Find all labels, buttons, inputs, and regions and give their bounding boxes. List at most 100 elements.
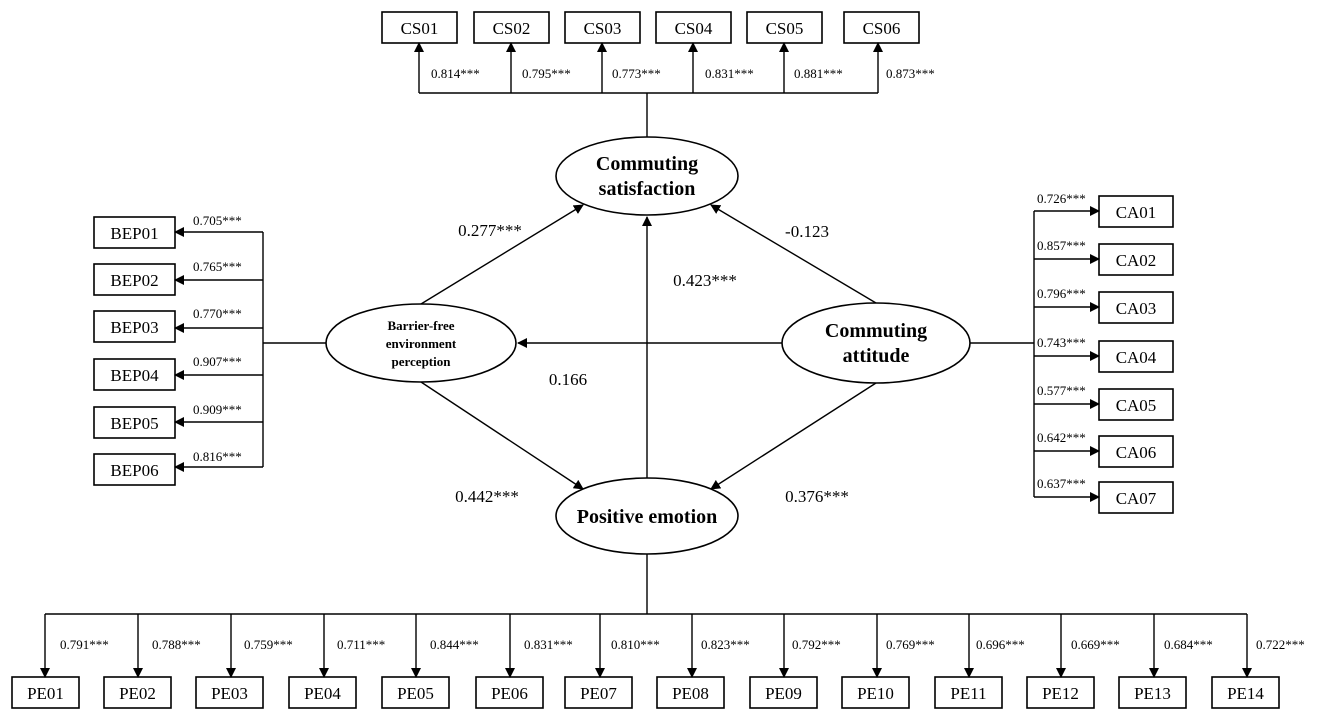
path-ca-to-cs: [710, 204, 877, 304]
coef-ca-to-bep: 0.166: [549, 370, 587, 389]
loading-ca02: 0.857***: [1037, 238, 1086, 253]
indicator-pe13: PE13 0.684***: [1118, 614, 1213, 709]
svg-text:PE01: PE01: [27, 684, 64, 703]
svg-text:PE05: PE05: [397, 684, 434, 703]
bep-label-line3: perception: [392, 354, 452, 369]
svg-text:CA01: CA01: [1116, 203, 1157, 222]
indicator-bep01: BEP01 0.705***: [93, 213, 263, 249]
svg-text:CS02: CS02: [493, 19, 531, 38]
indicator-bep06: BEP06 0.816***: [93, 449, 263, 486]
indicator-bep03: BEP03 0.770***: [93, 306, 263, 343]
indicator-ca03: CA03 0.796***: [1034, 286, 1174, 324]
loading-pe13: 0.684***: [1164, 637, 1213, 652]
indicator-bep02: BEP02 0.765***: [93, 259, 263, 296]
svg-text:CA07: CA07: [1116, 489, 1157, 508]
coef-pe-to-cs: 0.423***: [673, 271, 737, 290]
svg-text:PE09: PE09: [765, 684, 802, 703]
indicator-pe08: PE08 0.823***: [656, 614, 750, 709]
svg-text:PE07: PE07: [580, 684, 617, 703]
coef-bep-to-pe: 0.442***: [455, 487, 519, 506]
svg-text:BEP03: BEP03: [110, 318, 158, 337]
loading-ca03: 0.796***: [1037, 286, 1086, 301]
svg-text:PE11: PE11: [950, 684, 986, 703]
loading-cs03: 0.773***: [612, 66, 661, 81]
coef-ca-to-pe: 0.376***: [785, 487, 849, 506]
svg-text:BEP06: BEP06: [110, 461, 158, 480]
indicator-cs05: CS05 0.881***: [746, 11, 843, 93]
svg-text:PE14: PE14: [1227, 684, 1264, 703]
loading-bep02: 0.765***: [193, 259, 242, 274]
svg-text:CS05: CS05: [766, 19, 804, 38]
loading-pe03: 0.759***: [244, 637, 293, 652]
svg-text:CS03: CS03: [584, 19, 622, 38]
loading-ca01: 0.726***: [1037, 191, 1086, 206]
loading-cs06: 0.873***: [886, 66, 935, 81]
loading-pe10: 0.769***: [886, 637, 935, 652]
svg-text:BEP04: BEP04: [110, 366, 159, 385]
indicator-ca05: CA05 0.577***: [1034, 383, 1174, 421]
indicator-pe10: PE10 0.769***: [841, 614, 935, 709]
svg-text:PE10: PE10: [857, 684, 894, 703]
loading-ca05: 0.577***: [1037, 383, 1086, 398]
indicator-pe02: PE02 0.788***: [103, 614, 201, 709]
latent-positive-emotion: Positive emotion: [555, 477, 739, 555]
svg-text:PE02: PE02: [119, 684, 156, 703]
loading-pe09: 0.792***: [792, 637, 841, 652]
ca-label-line1: Commuting: [825, 320, 927, 342]
svg-text:PE03: PE03: [211, 684, 248, 703]
svg-text:PE12: PE12: [1042, 684, 1079, 703]
ca-label-line2: attitude: [843, 345, 910, 367]
loading-ca04: 0.743***: [1037, 335, 1086, 350]
pe-measurement: PE01 0.791*** PE02 0.788*** PE03 0.759**…: [11, 554, 1305, 709]
svg-text:CA04: CA04: [1116, 348, 1157, 367]
loading-pe12: 0.669***: [1071, 637, 1120, 652]
indicator-cs06: CS06 0.873***: [843, 11, 935, 93]
loading-pe05: 0.844***: [430, 637, 479, 652]
svg-text:PE04: PE04: [304, 684, 341, 703]
indicator-ca07: CA07 0.637***: [1034, 476, 1174, 514]
indicator-pe12: PE12 0.669***: [1026, 614, 1120, 709]
svg-text:CA06: CA06: [1116, 443, 1157, 462]
indicator-pe11: PE11 0.696***: [934, 614, 1025, 709]
coef-ca-to-cs: -0.123: [785, 222, 829, 241]
loading-pe14: 0.722***: [1256, 637, 1305, 652]
svg-text:CS04: CS04: [675, 19, 713, 38]
indicator-ca06: CA06 0.642***: [1034, 430, 1174, 468]
svg-text:PE06: PE06: [491, 684, 528, 703]
indicator-ca04: CA04 0.743***: [1034, 335, 1174, 373]
indicator-cs04: CS04 0.831***: [655, 11, 754, 93]
cs-measurement: CS01 0.814*** CS02 0.795*** CS03 0.773**…: [381, 11, 935, 137]
svg-text:BEP01: BEP01: [110, 224, 158, 243]
loading-bep06: 0.816***: [193, 449, 242, 464]
latent-barrier-free-environment-perception: Barrier-free environment perception: [325, 303, 517, 383]
svg-text:CS01: CS01: [401, 19, 439, 38]
indicator-pe07: PE07 0.810***: [564, 614, 660, 709]
coef-bep-to-cs: 0.277***: [458, 221, 522, 240]
svg-text:CS06: CS06: [863, 19, 901, 38]
pe-label: Positive emotion: [577, 506, 718, 528]
loading-cs01: 0.814***: [431, 66, 480, 81]
bep-label-line1: Barrier-free: [387, 318, 454, 333]
indicator-cs02: CS02 0.795***: [473, 11, 571, 93]
indicator-ca01: CA01 0.726***: [1034, 191, 1174, 228]
loading-cs02: 0.795***: [522, 66, 571, 81]
loading-pe11: 0.696***: [976, 637, 1025, 652]
svg-text:CA03: CA03: [1116, 299, 1157, 318]
latent-commuting-satisfaction: Commuting satisfaction: [555, 136, 739, 216]
svg-text:CA02: CA02: [1116, 251, 1157, 270]
indicator-ca02: CA02 0.857***: [1034, 238, 1174, 276]
path-ca-to-pe: [710, 382, 877, 490]
svg-text:PE13: PE13: [1134, 684, 1171, 703]
path-bep-to-pe: [420, 381, 584, 490]
loading-pe02: 0.788***: [152, 637, 201, 652]
structural-paths: 0.277*** -0.123 0.423*** 0.166 0.442*** …: [420, 204, 877, 506]
loading-pe07: 0.810***: [611, 637, 660, 652]
loading-cs04: 0.831***: [705, 66, 754, 81]
indicator-pe06: PE06 0.831***: [475, 614, 573, 709]
svg-text:BEP05: BEP05: [110, 414, 158, 433]
path-bep-to-cs: [420, 204, 584, 305]
bep-label-line2: environment: [386, 336, 457, 351]
loading-pe04: 0.711***: [337, 637, 385, 652]
indicator-bep05: BEP05 0.909***: [93, 402, 263, 439]
loading-cs05: 0.881***: [794, 66, 843, 81]
